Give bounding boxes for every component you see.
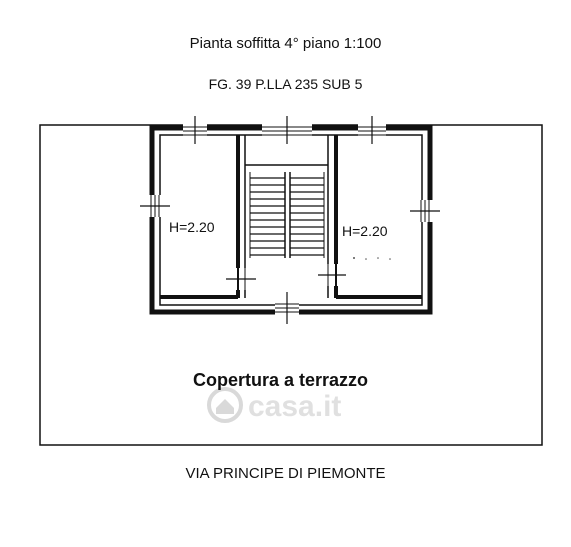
window-top-left	[183, 116, 207, 144]
window-left-wall	[140, 195, 170, 217]
right-room-walls	[327, 135, 422, 299]
cadastral-reference: FG. 39 P.LLA 235 SUB 5	[208, 76, 363, 92]
window-top-right	[358, 116, 386, 144]
room-height-right: H=2.20	[342, 223, 388, 239]
stairwell	[245, 164, 328, 258]
drawing-title: Pianta soffitta 4° piano 1:100	[189, 35, 382, 52]
annotation-dots	[353, 257, 391, 260]
room-height-left: H=2.20	[169, 219, 215, 235]
window-right-wall	[410, 200, 440, 222]
door-right-room	[318, 264, 346, 286]
roof-terrace-label: Copertura a terrazzo	[193, 370, 368, 390]
left-room-walls	[160, 135, 246, 299]
street-label: VIA PRINCIPE DI PIEMONTE	[185, 465, 386, 482]
window-top-center	[262, 116, 312, 144]
door-left-room	[226, 268, 256, 290]
door-terrace	[275, 292, 299, 324]
watermark: casa.it	[207, 387, 341, 423]
watermark-text: casa.it	[248, 390, 341, 423]
